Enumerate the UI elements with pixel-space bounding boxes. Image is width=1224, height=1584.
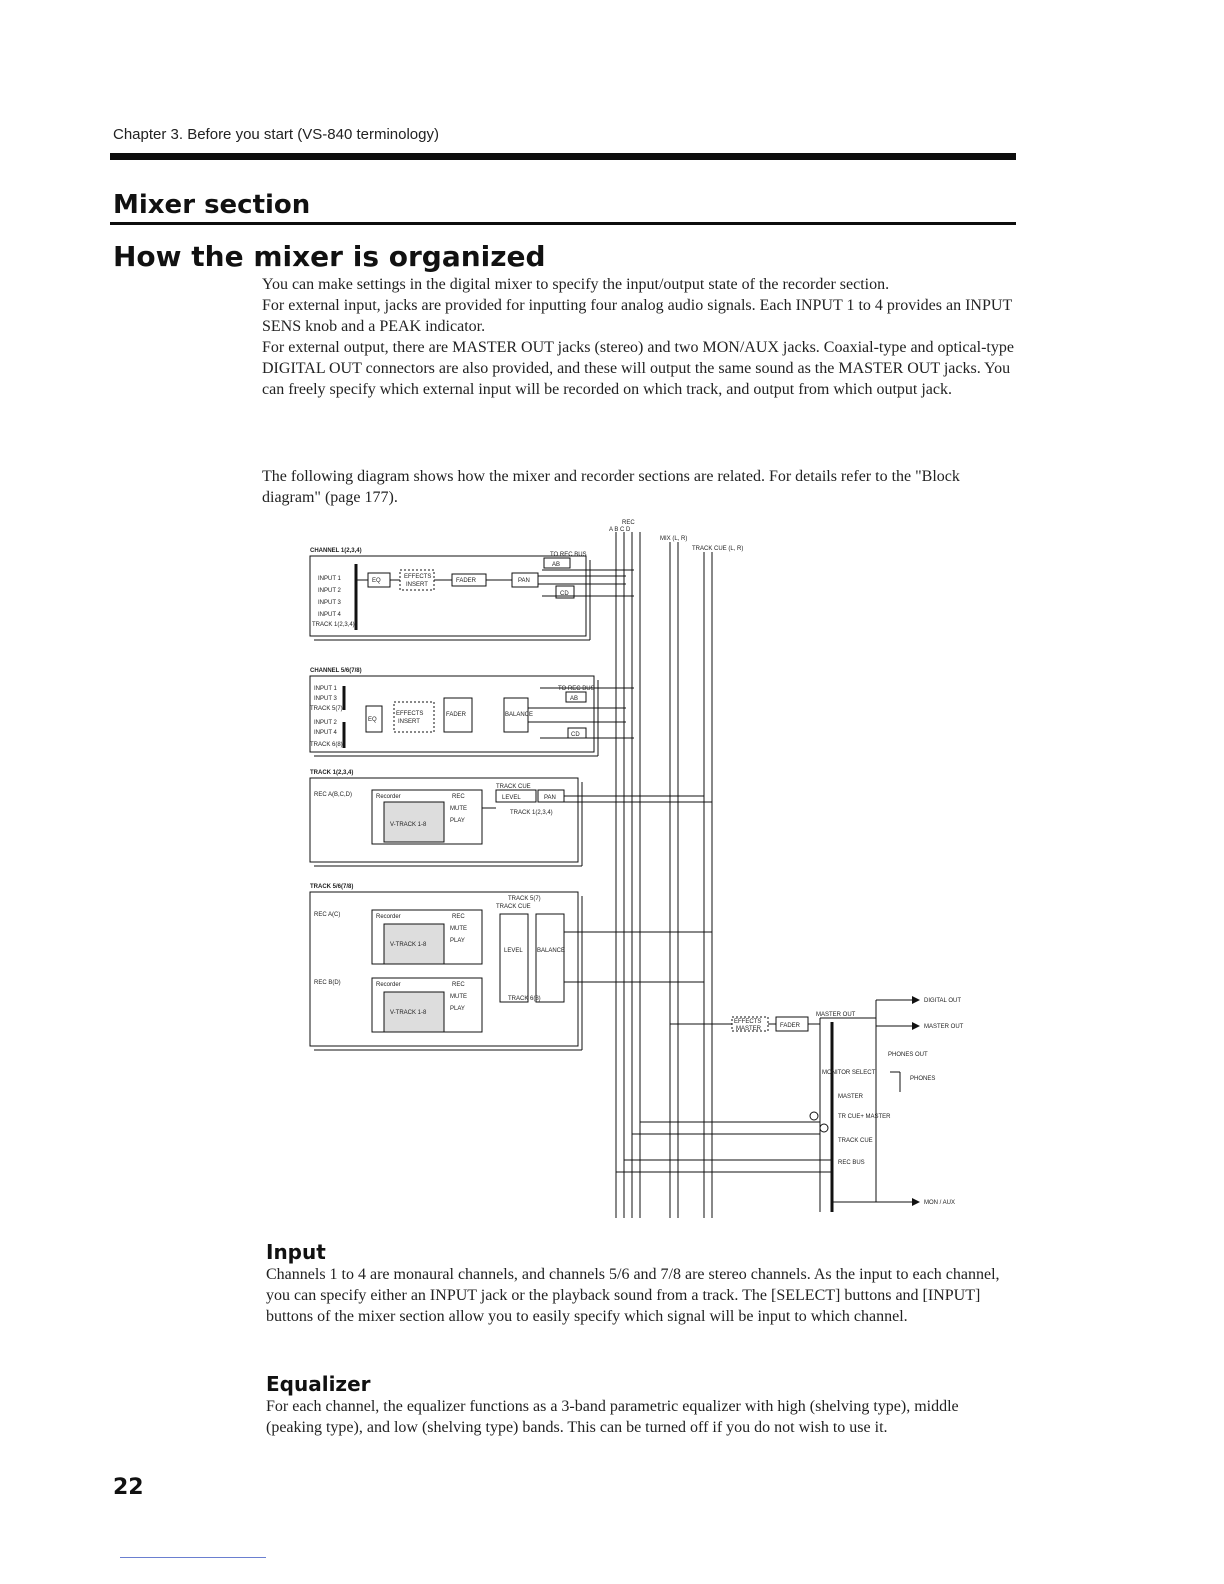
diagram-intro: The following diagram shows how the mixe…	[262, 466, 1016, 508]
tr14-vtrack: V-TRACK 1-8	[390, 822, 427, 828]
ch58-input: INPUT 3	[314, 696, 338, 702]
tr58-title: TRACK 5/6(7/8)	[310, 884, 353, 890]
label-rec: REC	[622, 520, 635, 526]
tr58-recorder: Recorder	[376, 982, 401, 988]
tr58-track-out-top: TRACK 5(7)	[508, 896, 541, 902]
out-digital-out: DIGITAL OUT	[924, 998, 961, 1004]
ch58-input: INPUT 2	[314, 720, 338, 726]
mixer-organization-diagram: REC A B C D MIX (L, R) TRACK CUE (L, R) …	[309, 520, 964, 1218]
tr58-recorder: Recorder	[376, 914, 401, 920]
ch58-to-rec-bus: TO REC BUS	[558, 686, 595, 692]
ch58-cd: CD	[571, 732, 580, 738]
label-track-cue-lr: TRACK CUE (L, R)	[692, 546, 743, 552]
tr58-play: PLAY	[450, 1006, 465, 1012]
ch58-title: CHANNEL 5/6(7/8)	[310, 668, 362, 674]
equalizer-paragraph: For each channel, the equalizer function…	[266, 1398, 959, 1436]
out-monitor-select: MONITOR SELECT	[822, 1070, 876, 1076]
ch14-cd: CD	[560, 591, 569, 597]
ch58-insert: INSERT	[398, 719, 420, 725]
tr14-track-cue: TRACK CUE	[496, 784, 531, 790]
tr14-recorder: Recorder	[376, 794, 401, 800]
ch14-input: INPUT 1	[318, 576, 342, 582]
tr14-mute: MUTE	[450, 806, 467, 812]
ch58-ab: AB	[570, 696, 578, 702]
tr14-rec: REC A(B,C,D)	[314, 792, 352, 798]
diagram-intro-paragraph: The following diagram shows how the mixe…	[262, 468, 960, 506]
ch58-effects: EFFECTS	[396, 711, 423, 717]
ch14-insert: INSERT	[406, 582, 428, 588]
input-body: Channels 1 to 4 are monaural channels, a…	[266, 1264, 1016, 1327]
tr58-mute: MUTE	[450, 994, 467, 1000]
page-number: 22	[113, 1475, 144, 1500]
tr14-out: TRACK 1(2,3,4)	[510, 810, 553, 816]
out-master-out: MASTER OUT	[924, 1024, 964, 1030]
out-sel-tr-cue-master: TR CUE+ MASTER	[838, 1114, 891, 1120]
tr58-mute: MUTE	[450, 926, 467, 932]
input-paragraph: Channels 1 to 4 are monaural channels, a…	[266, 1266, 1000, 1325]
ch14-pan: PAN	[518, 578, 530, 584]
tr58-recsig: REC	[452, 914, 465, 920]
tr58-track-out-bottom: TRACK 6(8)	[508, 996, 541, 1002]
chapter-header: Chapter 3. Before you start (VS-840 term…	[113, 126, 439, 143]
ch14-to-rec-bus: TO REC BUS	[550, 552, 587, 558]
equalizer-heading: Equalizer	[266, 1372, 371, 1396]
ch14-input: INPUT 3	[318, 600, 342, 606]
ch14-ab: AB	[552, 562, 560, 568]
section-rule	[110, 222, 1016, 225]
tr58-play: PLAY	[450, 938, 465, 944]
ch14-fader: FADER	[456, 578, 477, 584]
out-fader: FADER	[780, 1023, 801, 1029]
tr58-track-cue: TRACK CUE	[496, 904, 531, 910]
out-phones: PHONES	[910, 1076, 935, 1082]
ch58-input: INPUT 4	[314, 730, 338, 736]
tr14-title: TRACK 1(2,3,4)	[310, 770, 353, 776]
intro-text: You can make settings in the digital mix…	[262, 274, 1016, 400]
tr58-rec: REC B(D)	[314, 980, 341, 986]
ch14-effects: EFFECTS	[404, 574, 431, 580]
out-master-out-section: MASTER OUT	[816, 1012, 856, 1018]
out-sel-rec-bus: REC BUS	[838, 1160, 865, 1166]
out-phones-out: PHONES OUT	[888, 1052, 928, 1058]
tr58-rec: REC A(C)	[314, 912, 340, 918]
out-mon-aux: MON / AUX	[924, 1200, 955, 1206]
tr14-play: PLAY	[450, 818, 465, 824]
subsection-title: How the mixer is organized	[113, 240, 546, 273]
ch14-eq: EQ	[372, 578, 381, 584]
ch58-eq: EQ	[368, 717, 377, 723]
tr14-recsig: REC	[452, 794, 465, 800]
ch14-title: CHANNEL 1(2,3,4)	[310, 548, 362, 554]
ch14-input: INPUT 4	[318, 612, 342, 618]
intro-paragraph: You can make settings in the digital mix…	[262, 276, 890, 293]
tr14-level: LEVEL	[502, 795, 521, 801]
tr58-vtrack: V-TRACK 1-8	[390, 942, 427, 948]
intro-paragraph: For external input, jacks are provided f…	[262, 297, 1012, 335]
out-sel-master: MASTER	[838, 1094, 864, 1100]
ch58-fader: FADER	[446, 712, 467, 718]
intro-paragraph: For external output, there are MASTER OU…	[262, 339, 1014, 398]
out-master: MASTER	[736, 1026, 762, 1032]
header-rule	[110, 153, 1016, 160]
label-abcd: A B C D	[609, 527, 631, 533]
tr58-recsig: REC	[452, 982, 465, 988]
ch58-input: TRACK 6(8)	[310, 742, 343, 748]
input-heading: Input	[266, 1240, 326, 1264]
ch58-input: TRACK 5(7)	[310, 706, 343, 712]
tr14-pan: PAN	[544, 795, 556, 801]
tr58-vtrack: V-TRACK 1-8	[390, 1010, 427, 1016]
footer-line	[120, 1557, 266, 1558]
ch14-input: INPUT 2	[318, 588, 342, 594]
section-title: Mixer section	[113, 190, 311, 220]
ch14-input: TRACK 1(2,3,4)	[312, 622, 355, 628]
ch58-input: INPUT 1	[314, 686, 338, 692]
out-effects: EFFECTS	[734, 1019, 761, 1025]
tr58-balance: BALANCE	[537, 948, 565, 954]
tr58-level: LEVEL	[504, 948, 523, 954]
out-sel-track-cue: TRACK CUE	[838, 1138, 873, 1144]
ch58-balance: BALANCE	[505, 712, 533, 718]
label-mix: MIX (L, R)	[660, 536, 687, 542]
equalizer-body: For each channel, the equalizer function…	[266, 1396, 1016, 1438]
